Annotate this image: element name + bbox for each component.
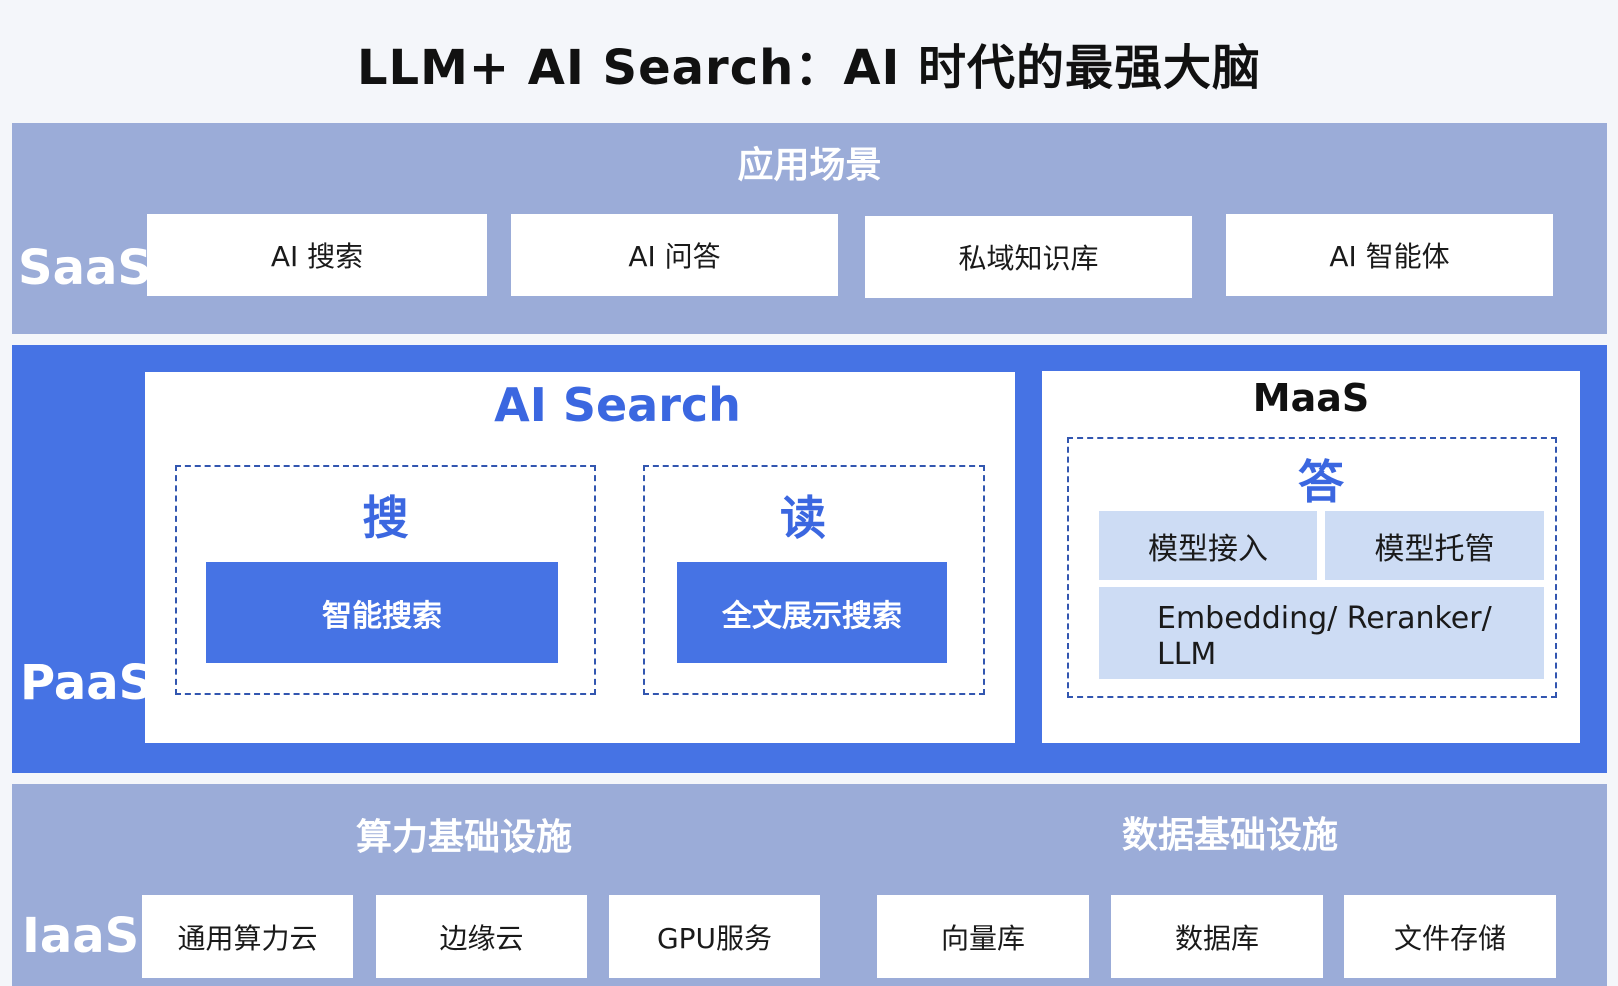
full-text-search-block: 全文展示搜索	[677, 562, 947, 663]
maas-title: MaaS	[1252, 376, 1370, 420]
answer-heading: 答	[1298, 455, 1344, 509]
iaas-card-database: 数据库	[1111, 895, 1323, 978]
iaas-card-edge-cloud: 边缘云	[376, 895, 587, 978]
model-hosting-box: 模型托管	[1325, 511, 1544, 580]
model-types-line-1: Embedding/ Reranker/	[1157, 601, 1492, 636]
ai-search-panel	[145, 372, 1015, 743]
ai-search-title: AI Search	[494, 378, 741, 432]
read-heading: 读	[780, 491, 826, 545]
iaas-card-file-storage: 文件存储	[1344, 895, 1556, 978]
model-types-line-2: LLM	[1157, 637, 1217, 672]
read-group	[643, 465, 985, 695]
saas-card-ai-agent: AI 智能体	[1226, 214, 1553, 296]
iaas-label: IaaS	[22, 908, 140, 964]
search-group	[175, 465, 596, 695]
answer-group	[1067, 437, 1557, 698]
saas-label: SaaS	[18, 240, 152, 296]
data-infra-heading: 数据基础设施	[1121, 815, 1338, 856]
iaas-card-gpu-service: GPU服务	[609, 895, 820, 978]
iaas-card-general-compute: 通用算力云	[142, 895, 353, 978]
saas-heading: 应用场景	[737, 145, 882, 186]
page-title: LLM+ AI Search：AI 时代的最强大脑	[356, 40, 1262, 96]
paas-label: PaaS	[20, 655, 154, 711]
saas-card-private-kb: 私域知识库	[865, 216, 1192, 298]
model-types-box: Embedding/ Reranker/ LLM	[1099, 587, 1544, 679]
compute-infra-heading: 算力基础设施	[355, 817, 572, 858]
saas-card-ai-qa: AI 问答	[511, 214, 838, 296]
search-heading: 搜	[362, 491, 409, 545]
model-access-box: 模型接入	[1099, 511, 1317, 580]
saas-card-ai-search: AI 搜索	[147, 214, 487, 296]
smart-search-block: 智能搜索	[206, 562, 558, 663]
iaas-card-vector-db: 向量库	[877, 895, 1089, 978]
